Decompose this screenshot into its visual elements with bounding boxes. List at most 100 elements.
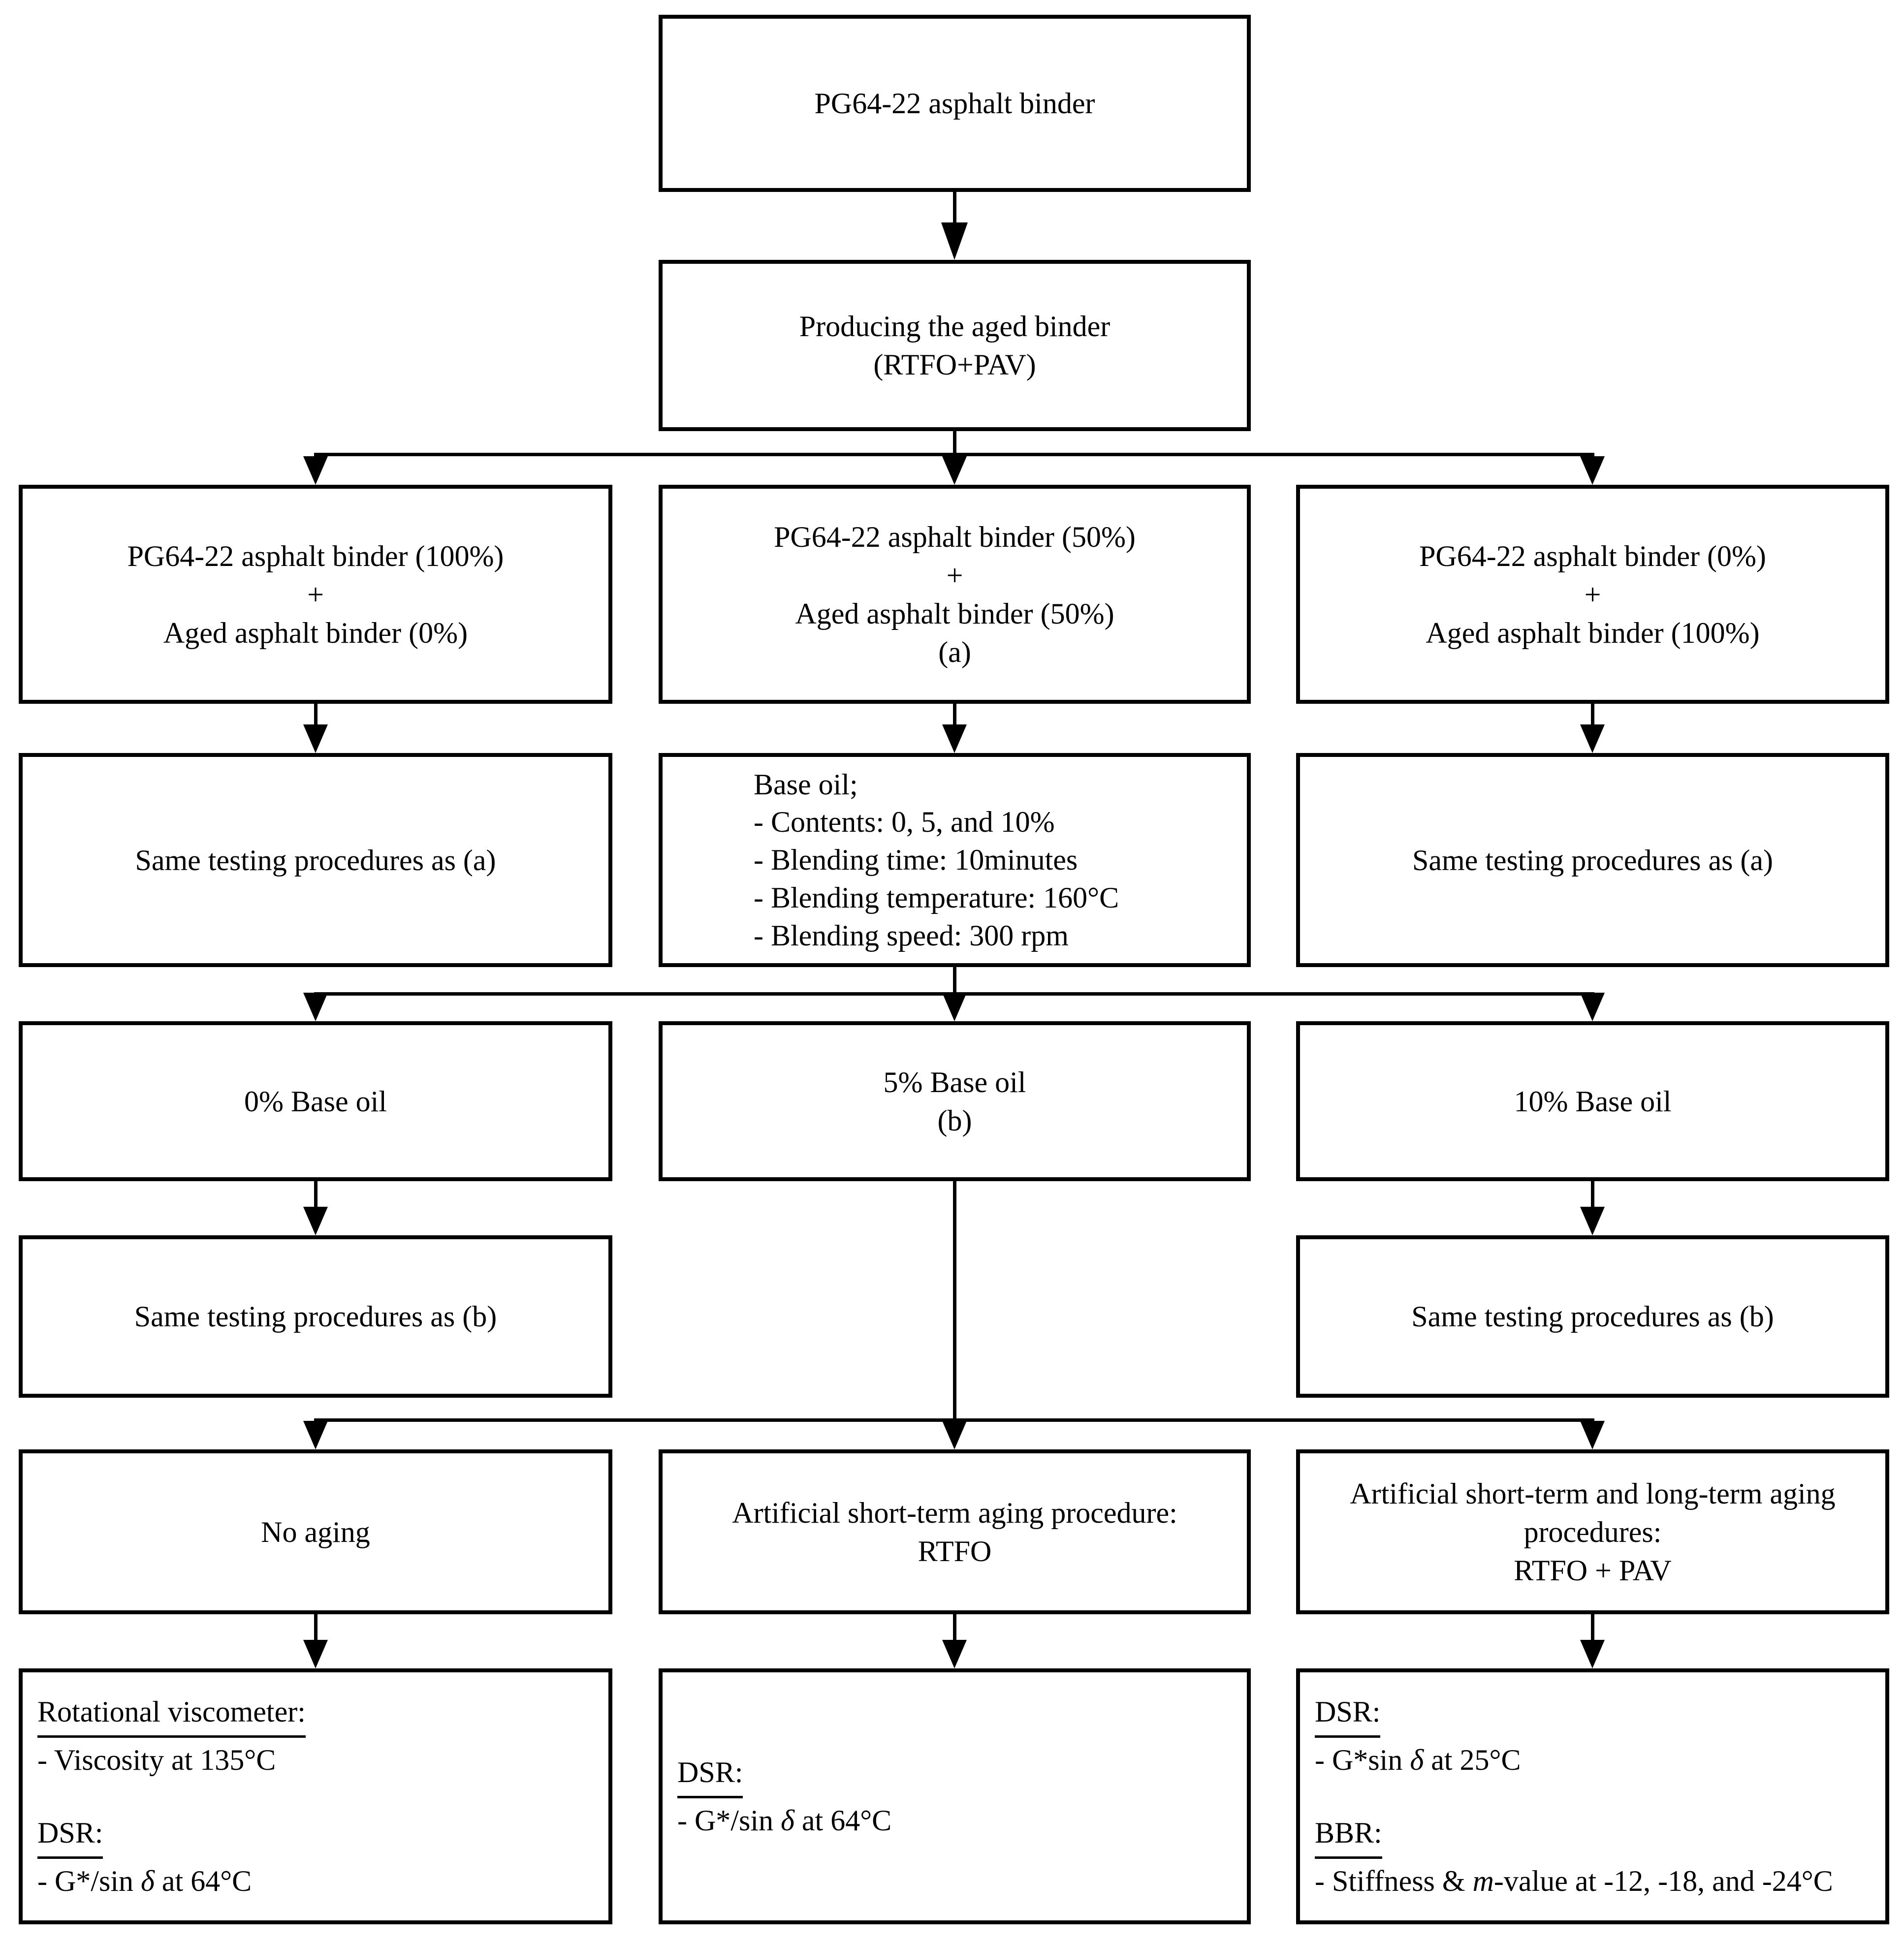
underlined-header: DSR:: [37, 1811, 103, 1859]
node-same-as-a-left: Same testing procedures as (a): [19, 753, 612, 967]
connector-line: [953, 192, 956, 223]
connector-line: [953, 431, 956, 454]
arrow-down-icon: [303, 724, 328, 753]
node-0-base-oil: 0% Base oil: [19, 1021, 612, 1181]
arrow-down-icon: [942, 724, 967, 753]
underlined-header: DSR:: [1315, 1690, 1381, 1738]
node-line: Same testing procedures as (a): [1412, 844, 1774, 877]
item-text: - G*sin: [1315, 1744, 1410, 1776]
arrow-down-icon: [1580, 724, 1605, 753]
connector-line: [314, 453, 1594, 456]
node-same-as-a-right: Same testing procedures as (a): [1296, 753, 1889, 967]
delta-symbol: δ: [781, 1804, 794, 1837]
underlined-header: Rotational viscometer:: [37, 1690, 306, 1738]
node-line: +: [1584, 578, 1601, 611]
connector-line: [953, 1181, 956, 1420]
node-line: No aging: [261, 1515, 370, 1548]
item-text: - G*/sin: [37, 1865, 141, 1897]
node-same-as-b-left: Same testing procedures as (b): [19, 1235, 612, 1398]
node-5-base-oil: 5% Base oil (b): [659, 1021, 1251, 1181]
test-header-bbr: BBR:: [1315, 1811, 1382, 1859]
node-line: (RTFO+PAV): [873, 348, 1036, 381]
connector-line: [1591, 704, 1594, 726]
arrow-down-icon: [1580, 1640, 1605, 1668]
arrow-down-icon: [942, 1421, 967, 1449]
test-item-stiffness-m-value: - Stiffness & m-value at -12, -18, and -…: [1315, 1859, 1833, 1903]
underlined-header: DSR:: [677, 1750, 743, 1798]
arrow-down-icon: [303, 456, 328, 485]
node-blend-50-50: PG64-22 asphalt binder (50%) + Aged asph…: [659, 485, 1251, 704]
node-blend-0-100: PG64-22 asphalt binder (0%) + Aged aspha…: [1296, 485, 1889, 704]
arrow-down-icon: [941, 222, 968, 260]
connector-line: [314, 1418, 1594, 1422]
connector-line: [314, 1181, 317, 1208]
item-text: at 64°C: [794, 1804, 892, 1837]
node-tests-unaged: Rotational viscometer: - Viscosity at 13…: [19, 1668, 612, 1924]
node-line: - Blending temperature: 160°C: [754, 881, 1119, 914]
node-line: procedures:: [1523, 1515, 1662, 1548]
arrow-down-icon: [1580, 456, 1605, 485]
arrow-down-icon: [303, 1640, 328, 1668]
node-producing-aged-binder: Producing the aged binder (RTFO+PAV): [659, 260, 1251, 431]
node-line: PG64-22 asphalt binder (50%): [774, 520, 1136, 553]
test-item-g-sin-delta: - G*/sin δ at 64°C: [37, 1859, 252, 1903]
item-text: at 64°C: [154, 1865, 252, 1897]
node-line: 5% Base oil: [883, 1066, 1026, 1098]
node-line: Aged asphalt binder (50%): [795, 597, 1114, 630]
test-header-dsr: DSR:: [677, 1750, 743, 1798]
connector-line: [314, 704, 317, 726]
node-tests-rtfo-pav: DSR: - G*sin δ at 25°C BBR: - Stiffness …: [1296, 1668, 1889, 1924]
connector-line: [1591, 1614, 1594, 1641]
node-tests-rtfo: DSR: - G*/sin δ at 64°C: [659, 1668, 1251, 1924]
item-text: - Stiffness &: [1315, 1865, 1473, 1897]
node-rtfo-aging: Artificial short-term aging procedure: R…: [659, 1449, 1251, 1614]
node-line: +: [946, 559, 963, 592]
node-line: +: [307, 578, 324, 611]
connector-line: [1591, 1181, 1594, 1208]
delta-symbol: δ: [141, 1865, 155, 1897]
arrow-down-icon: [303, 1421, 328, 1449]
node-line: - Blending speed: 300 rpm: [754, 919, 1069, 952]
delta-symbol: δ: [1410, 1744, 1424, 1776]
test-header-rotational-viscometer: Rotational viscometer:: [37, 1690, 306, 1738]
item-text: -value at -12, -18, and -24°C: [1493, 1865, 1833, 1897]
connector-line: [953, 967, 956, 994]
node-line: Aged asphalt binder (100%): [1426, 616, 1760, 649]
node-line: 0% Base oil: [244, 1085, 387, 1118]
arrow-down-icon: [1580, 1421, 1605, 1449]
node-line: Same testing procedures as (a): [135, 844, 496, 877]
node-line: Producing the aged binder: [799, 310, 1111, 343]
node-line: RTFO: [918, 1535, 992, 1568]
node-line: Same testing procedures as (b): [134, 1300, 497, 1333]
node-line: 10% Base oil: [1514, 1085, 1672, 1118]
m-symbol: m: [1472, 1865, 1494, 1897]
node-line: PG64-22 asphalt binder: [814, 87, 1095, 120]
connector-line: [953, 1614, 956, 1641]
node-line: - Contents: 0, 5, and 10%: [754, 806, 1055, 839]
node-same-as-b-right: Same testing procedures as (b): [1296, 1235, 1889, 1398]
node-line: Artificial short-term aging procedure:: [732, 1496, 1177, 1529]
arrow-down-icon: [942, 1640, 967, 1668]
node-line: RTFO + PAV: [1514, 1554, 1672, 1587]
node-no-aging: No aging: [19, 1449, 612, 1614]
item-text: at 25°C: [1424, 1744, 1521, 1776]
test-item-g-sin-delta: - G*/sin δ at 64°C: [677, 1798, 891, 1843]
node-line: (b): [937, 1104, 972, 1137]
arrow-down-icon: [303, 1207, 328, 1235]
test-item-viscosity: - Viscosity at 135°C: [37, 1744, 276, 1776]
underlined-header: BBR:: [1315, 1811, 1382, 1859]
node-line: PG64-22 asphalt binder (100%): [127, 539, 504, 572]
test-header-dsr: DSR:: [37, 1811, 103, 1859]
connector-line: [314, 1614, 317, 1641]
node-line: Same testing procedures as (b): [1411, 1300, 1774, 1333]
test-header-dsr: DSR:: [1315, 1690, 1381, 1738]
connector-line: [953, 704, 956, 726]
item-text: - G*/sin: [677, 1804, 781, 1837]
arrow-down-icon: [1580, 1207, 1605, 1235]
node-line: Artificial short-term and long-term agin…: [1350, 1477, 1836, 1510]
node-base-oil: Base oil; - Contents: 0, 5, and 10% - Bl…: [659, 753, 1251, 967]
node-line: PG64-22 asphalt binder (0%): [1419, 539, 1766, 572]
arrow-down-icon: [1580, 993, 1605, 1021]
node-line: Base oil;: [754, 768, 858, 801]
